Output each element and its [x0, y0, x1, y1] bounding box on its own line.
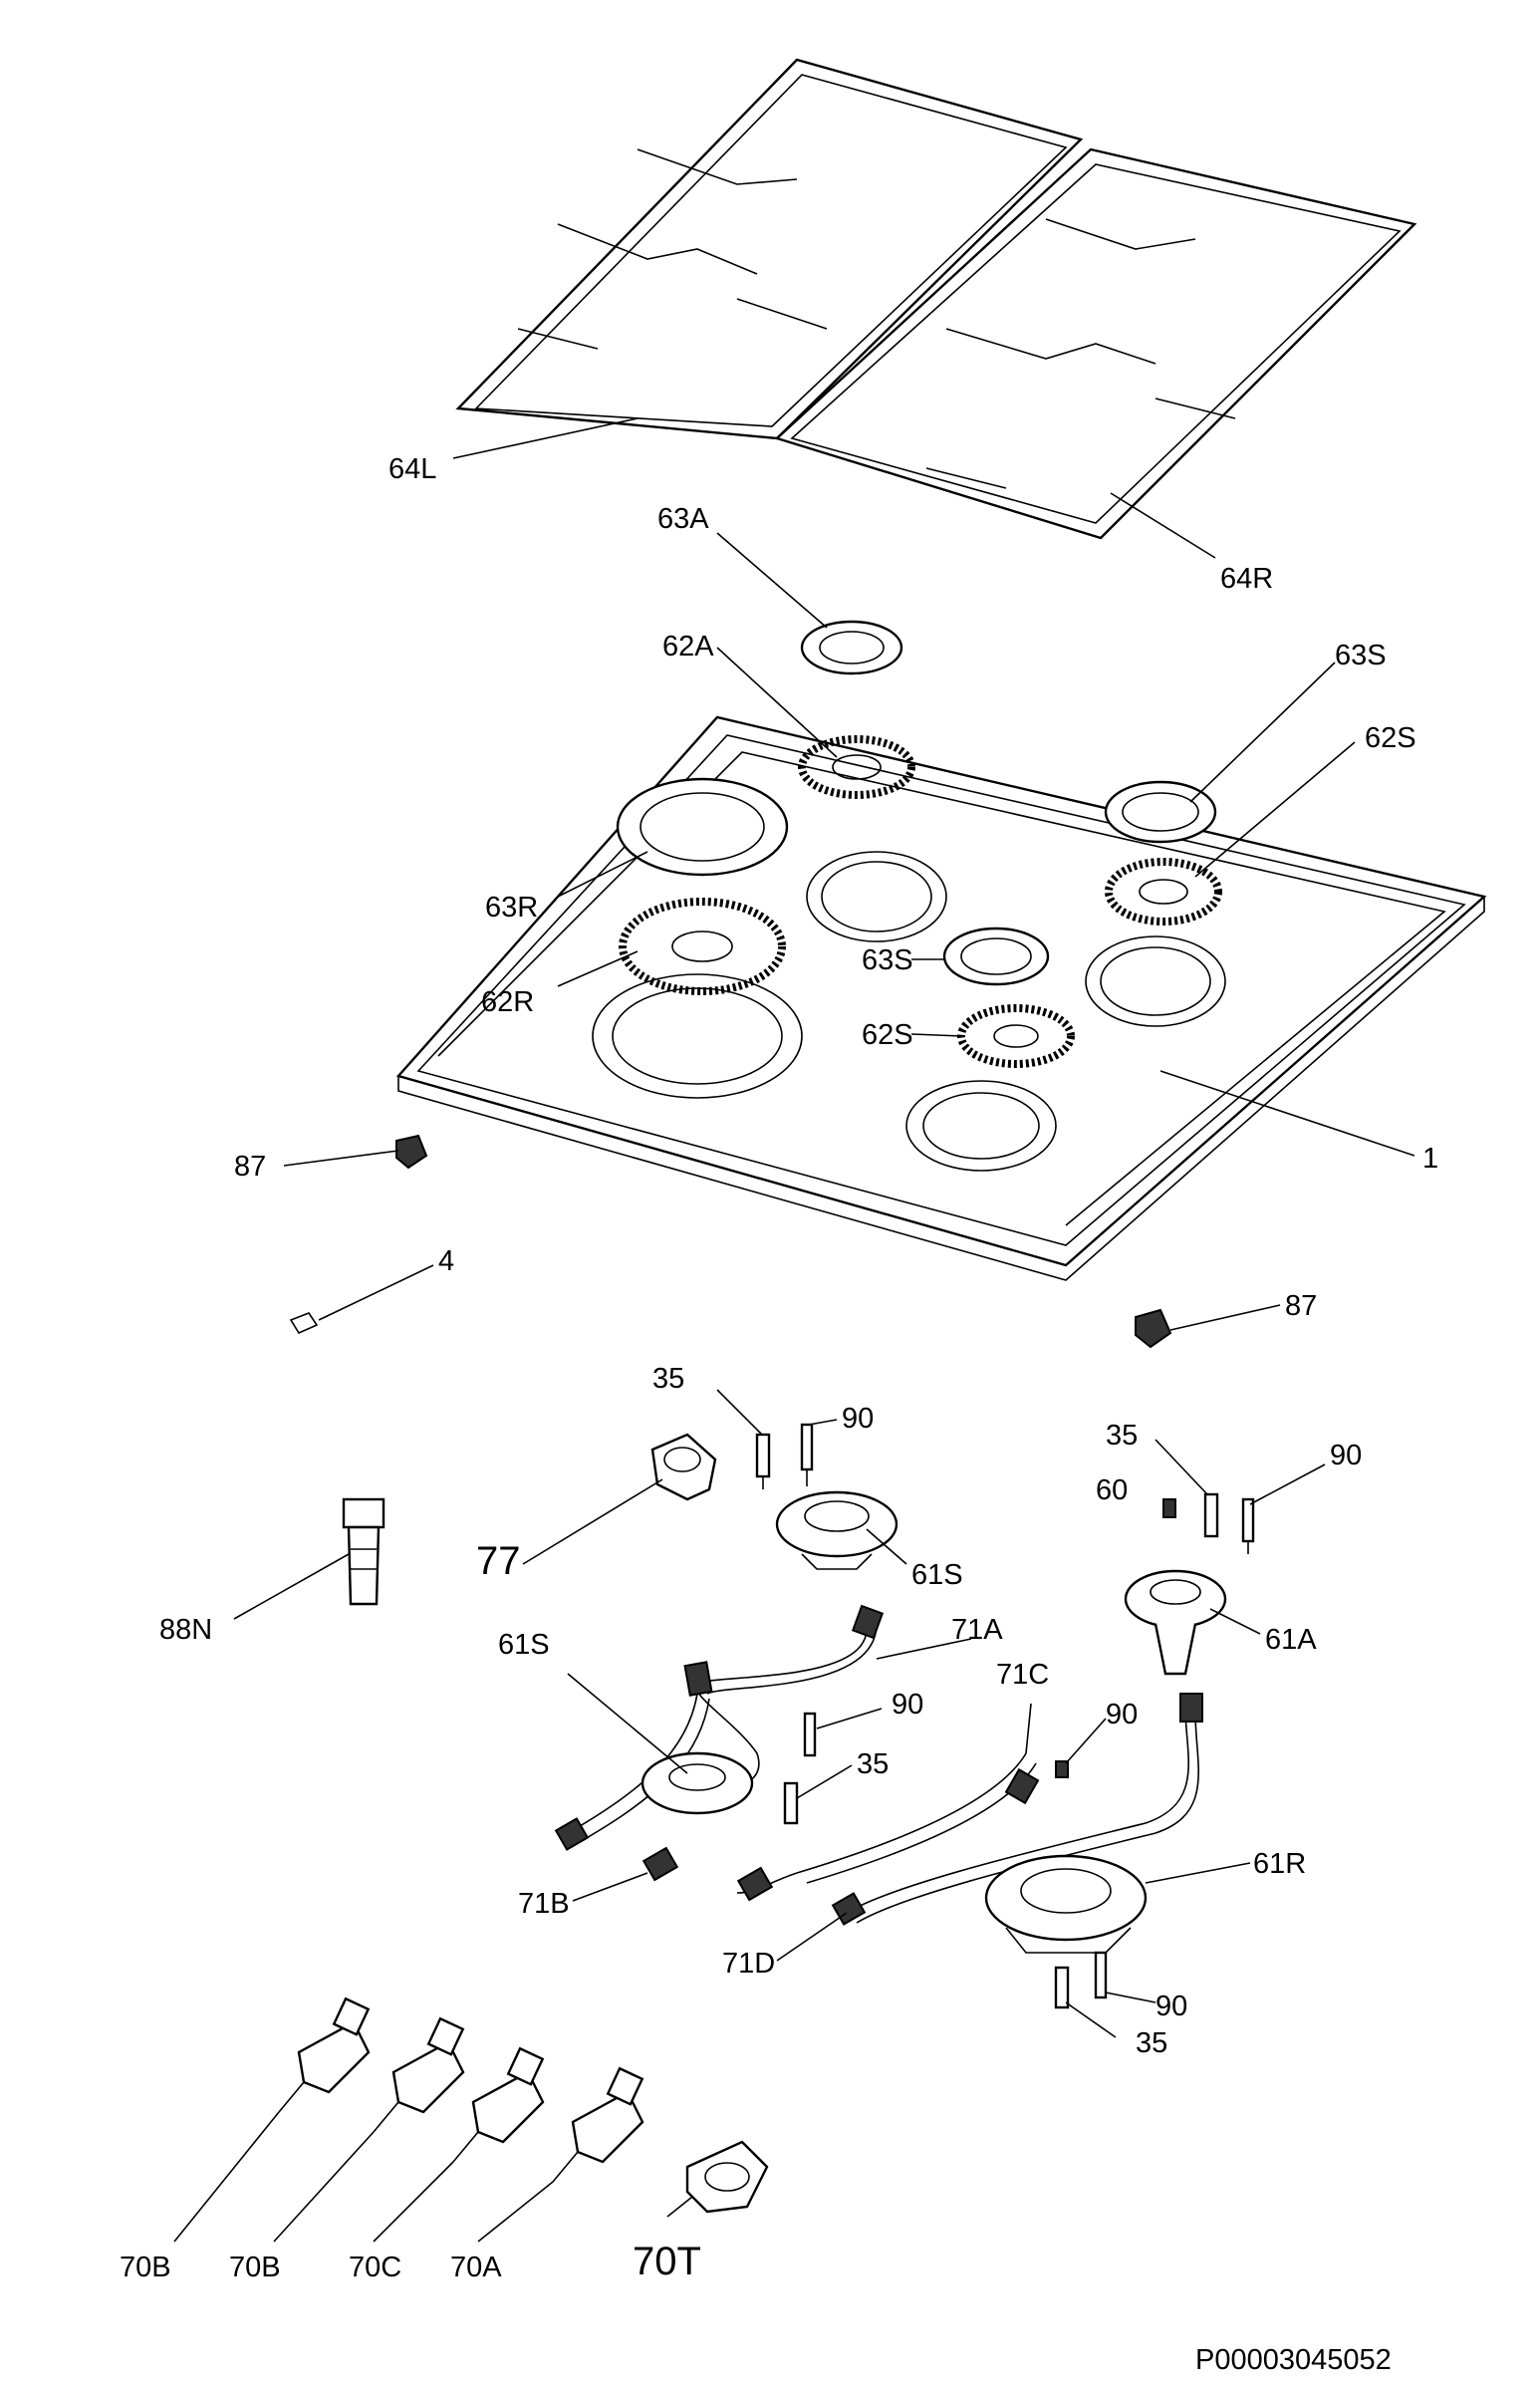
- label-70B-a: 70B: [120, 2252, 171, 2283]
- thermocouple-90-d: [1055, 1760, 1069, 1778]
- gas-pipe-71D: [846, 1708, 1189, 1914]
- gas-tap-70B-b: [373, 2016, 465, 2133]
- thermocouple-90-c: [803, 1712, 817, 1757]
- burner-crown-62S-top: [1105, 858, 1222, 926]
- label-61A: 61A: [1265, 1624, 1317, 1656]
- label-35-c: 35: [857, 1748, 889, 1780]
- clip-60: [1162, 1498, 1176, 1518]
- label-90-d: 90: [1106, 1699, 1138, 1730]
- label-35-b: 35: [1106, 1420, 1138, 1452]
- label-63R: 63R: [485, 892, 538, 924]
- label-77: 77: [476, 1539, 521, 1583]
- label-1: 1: [1422, 1143, 1438, 1175]
- footer-code: P00003045052: [1195, 2344, 1392, 2376]
- screw-4: [289, 1312, 319, 1335]
- label-62S-top: 62S: [1365, 722, 1416, 754]
- gas-tap-70A: [552, 2066, 644, 2183]
- electrode-35-d: [1054, 1966, 1070, 2009]
- ignition-plug-77: [650, 1433, 717, 1501]
- burner-body-61R: [984, 1854, 1148, 1954]
- label-71D: 71D: [722, 1948, 775, 1980]
- label-61R: 61R: [1253, 1848, 1306, 1880]
- label-4: 4: [438, 1245, 454, 1277]
- label-60: 60: [1096, 1474, 1128, 1506]
- label-88N: 88N: [159, 1614, 212, 1646]
- label-63S-mid: 63S: [862, 944, 913, 976]
- hob-top-panel: [395, 715, 1487, 1281]
- hinge-87-left: [395, 1134, 428, 1170]
- burner-crown-62R: [619, 898, 786, 995]
- label-70T: 70T: [633, 2240, 701, 2283]
- burner-well-front-left: [592, 973, 803, 1099]
- electrode-35-c: [783, 1781, 799, 1825]
- label-61S-b: 61S: [498, 1629, 550, 1661]
- pan-support-right: [774, 147, 1417, 540]
- thermocouple-90-b: [1241, 1497, 1255, 1554]
- burner-cap-63S-mid: [942, 927, 1050, 986]
- label-70A: 70A: [450, 2252, 502, 2283]
- label-63S-top: 63S: [1335, 640, 1387, 671]
- thermocouple-90-e: [1094, 1951, 1108, 1999]
- label-90-c: 90: [892, 1689, 923, 1721]
- label-61S-a: 61S: [911, 1559, 963, 1591]
- label-62A: 62A: [662, 631, 714, 663]
- label-71C: 71C: [996, 1659, 1049, 1691]
- hinge-87-right: [1135, 1308, 1172, 1349]
- burner-cap-63S-top: [1104, 780, 1217, 844]
- electrode-35-b: [1203, 1492, 1219, 1538]
- pan-support-left: [455, 58, 1084, 440]
- gas-tap-70C: [452, 2046, 545, 2163]
- label-90-b: 90: [1330, 1440, 1362, 1471]
- gas-tap-70B-a: [278, 1996, 371, 2113]
- thermocouple-90-a: [800, 1423, 814, 1486]
- label-90-a: 90: [842, 1403, 874, 1435]
- burner-well-right: [1085, 935, 1226, 1027]
- electrode-35-a: [755, 1433, 771, 1489]
- burner-body-61S-a: [775, 1490, 898, 1570]
- label-63A: 63A: [657, 503, 709, 535]
- burner-well-front-right: [905, 1080, 1057, 1172]
- label-71A: 71A: [951, 1614, 1003, 1646]
- label-87-right: 87: [1285, 1290, 1317, 1322]
- burner-crown-62A: [798, 735, 915, 799]
- label-35-d: 35: [1136, 2027, 1167, 2059]
- label-64L: 64L: [388, 453, 436, 485]
- burner-body-61S-b: [641, 1751, 754, 1815]
- gas-inlet-88N: [342, 1497, 385, 1606]
- label-70C: 70C: [349, 2252, 401, 2283]
- label-35-a: 35: [652, 1363, 684, 1395]
- gas-tap-70T: [666, 2140, 769, 2218]
- label-70B-b: 70B: [229, 2252, 281, 2283]
- burner-body-61A: [1124, 1569, 1227, 1676]
- label-87-left: 87: [234, 1151, 266, 1183]
- label-64R: 64R: [1220, 563, 1273, 595]
- burner-well-rear-centre: [806, 851, 947, 942]
- label-71B: 71B: [518, 1888, 570, 1920]
- label-62R: 62R: [481, 986, 534, 1018]
- label-90-e: 90: [1155, 1991, 1187, 2022]
- label-62S-mid: 62S: [862, 1019, 913, 1051]
- burner-cap-63A: [800, 620, 903, 675]
